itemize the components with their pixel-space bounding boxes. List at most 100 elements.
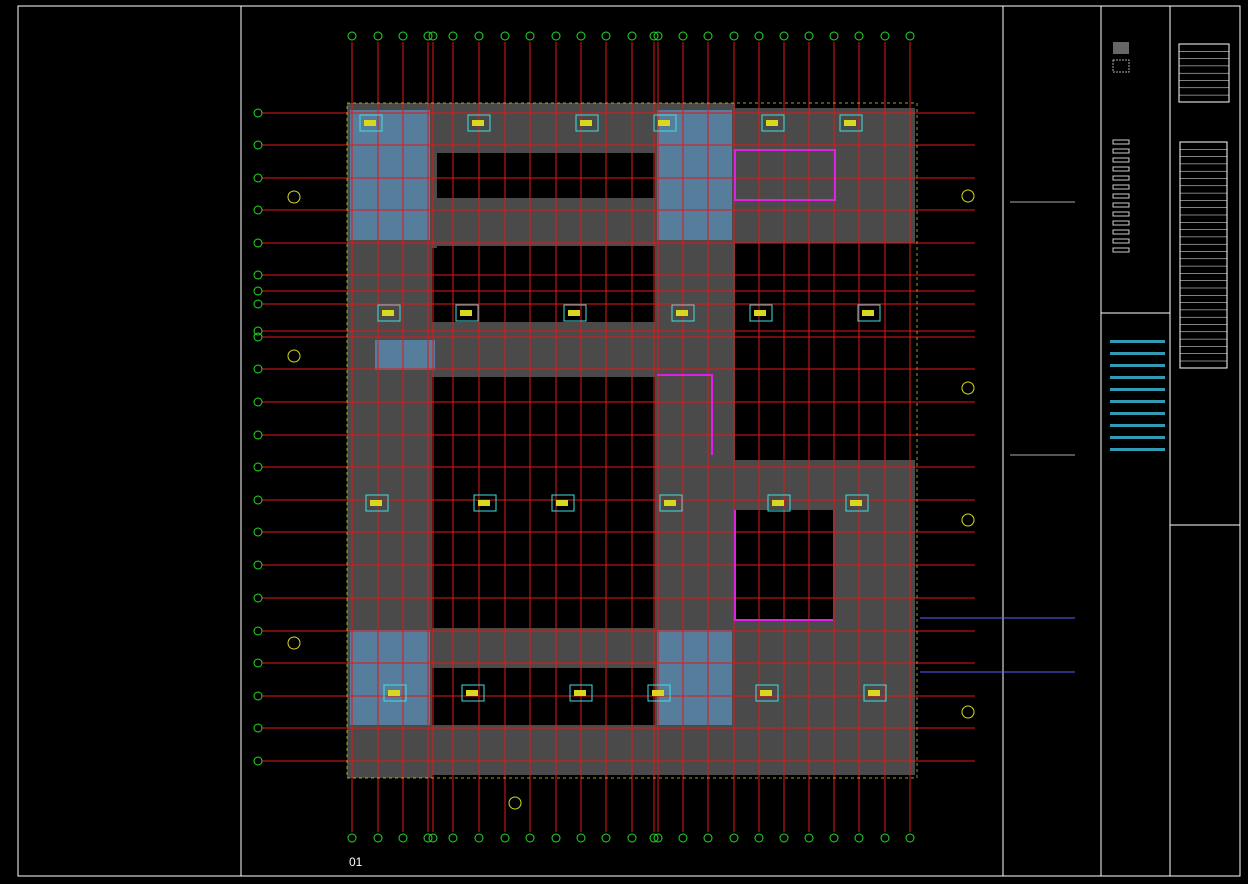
section-marker [287, 636, 301, 650]
legend-swatch [1112, 157, 1130, 163]
room-fixture-fill [382, 310, 394, 316]
section-marker [961, 189, 975, 203]
axis-bubble [703, 833, 713, 843]
axis-bubble [253, 756, 263, 766]
axis-bubble [448, 833, 458, 843]
sheet-frame [17, 5, 1241, 877]
legend-swatch [1112, 166, 1130, 172]
axis-bubble [525, 833, 535, 843]
axis-bubble [804, 31, 814, 41]
core-zone [350, 110, 430, 240]
axis-bubble [649, 31, 659, 41]
axis-bubble [253, 140, 263, 150]
legend-swatch [1112, 148, 1130, 154]
room-fixture [359, 114, 383, 132]
room-fixture-fill [580, 120, 592, 126]
axis-bubble [474, 31, 484, 41]
notes-text [1110, 388, 1165, 391]
axis-bubble [253, 326, 263, 336]
room-fixture [653, 114, 677, 132]
axis-bubble [253, 723, 263, 733]
axis-bubble [253, 299, 263, 309]
legend-swatch [1112, 175, 1130, 181]
room-fixture [755, 684, 779, 702]
axis-bubble [253, 205, 263, 215]
axis-bubble [551, 833, 561, 843]
axis-bubble [253, 430, 263, 440]
axis-bubble [253, 462, 263, 472]
axis-bubble [804, 833, 814, 843]
room-fixture [467, 114, 491, 132]
axis-bubble [576, 833, 586, 843]
axis-bubble [754, 833, 764, 843]
section-marker [961, 381, 975, 395]
axis-bubble [253, 397, 263, 407]
axis-bubble [253, 286, 263, 296]
room-fixture [839, 114, 863, 132]
axis-bubble [500, 833, 510, 843]
section-marker [287, 190, 301, 204]
room-fixture-fill [460, 310, 472, 316]
core-zone [657, 630, 732, 725]
room-fixture-fill [370, 500, 382, 506]
axis-bubble [525, 31, 535, 41]
room-fixture [767, 494, 791, 512]
axis-bubble [576, 31, 586, 41]
section-marker [961, 705, 975, 719]
room-fixture [551, 494, 575, 512]
slab-block [432, 198, 657, 246]
room-fixture [647, 684, 671, 702]
slab-block [432, 725, 732, 775]
axis-bubble [653, 833, 663, 843]
notes-text [1110, 436, 1165, 439]
notes-text [1110, 448, 1165, 451]
room-fixture-fill [568, 310, 580, 316]
axis-bubble [551, 31, 561, 41]
axis-bubble [500, 31, 510, 41]
axis-grid [253, 31, 975, 843]
drawing-number: 01 [349, 855, 363, 869]
room-fixture-fill [862, 310, 874, 316]
room-fixture-fill [574, 690, 586, 696]
axis-bubble [373, 833, 383, 843]
room-fixture [563, 304, 587, 322]
axis-bubble [398, 31, 408, 41]
axis-bubble [347, 833, 357, 843]
room-fixture [383, 684, 407, 702]
axis-bubble [253, 238, 263, 248]
room-fixture [461, 684, 485, 702]
notes-text [1110, 352, 1165, 355]
axis-bubble [253, 626, 263, 636]
slab-block [730, 108, 915, 243]
room-fixture [761, 114, 785, 132]
room-fixture [749, 304, 773, 322]
room-fixture-fill [772, 500, 784, 506]
room-fixture [575, 114, 599, 132]
axis-bubble [678, 31, 688, 41]
axis-bubble [627, 833, 637, 843]
legend-swatch [1112, 229, 1130, 235]
slab-block [733, 670, 831, 720]
notes-text [1110, 400, 1165, 403]
legend-swatch [1112, 247, 1130, 253]
axis-bubble [829, 833, 839, 843]
notes-text [1110, 364, 1165, 367]
room-fixture-fill [664, 500, 676, 506]
notes-text [1110, 340, 1165, 343]
room-fixture [569, 684, 593, 702]
axis-bubble [905, 31, 915, 41]
core-zone [657, 110, 732, 240]
axis-bubble [428, 31, 438, 41]
legend-swatch [1112, 139, 1130, 145]
axis-bubble [905, 833, 915, 843]
axis-bubble [448, 31, 458, 41]
room-fixture [659, 494, 683, 512]
axis-bubble [880, 31, 890, 41]
room-fixture-fill [766, 120, 778, 126]
slab-block [655, 245, 735, 465]
room-fixture-fill [652, 690, 664, 696]
axis-bubble [627, 31, 637, 41]
room-fixture [455, 304, 479, 322]
axis-bubble [854, 31, 864, 41]
